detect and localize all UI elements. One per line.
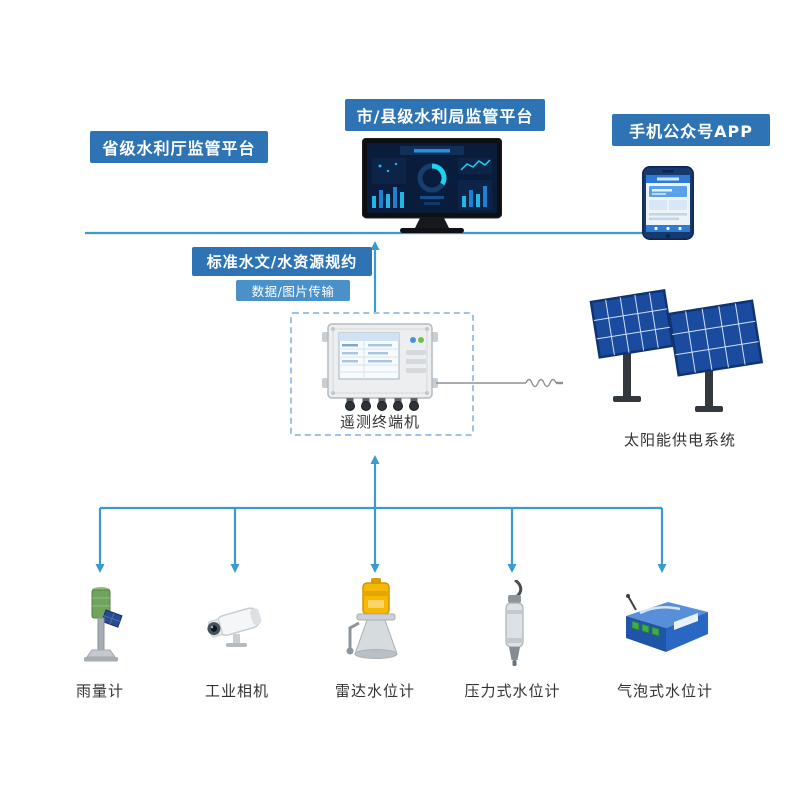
label-protocol: 标准水文/水资源规约 <box>192 247 372 276</box>
rtu-cable-glands <box>345 398 419 411</box>
solar-panel-right <box>667 299 764 377</box>
radar-horn <box>354 619 398 655</box>
monitor-illustration <box>362 138 502 233</box>
bubble-gauge-antenna <box>626 594 630 598</box>
solar-pole-left <box>623 338 631 398</box>
solar-pole-right <box>705 352 713 408</box>
rtu-led-green <box>418 337 424 343</box>
rain-gauge-icon <box>84 587 123 662</box>
bubble-level-gauge-caption: 气泡式水位计 <box>616 682 713 700</box>
solar-caption: 太阳能供电系统 <box>623 431 736 449</box>
rain-gauge-solar-panel <box>101 609 123 628</box>
bubble-level-gauge-icon <box>626 594 708 652</box>
phone-illustration <box>642 166 694 240</box>
pressure-level-gauge-icon <box>505 580 524 666</box>
pressure-gauge-cable <box>514 580 523 599</box>
dashboard-line-chart <box>460 159 491 171</box>
rtu-dashed-frame <box>290 312 474 436</box>
monitor-stand <box>415 218 449 228</box>
label-mobile-app: 手机公众号APP <box>612 114 770 146</box>
radar-head <box>362 582 390 615</box>
rtu-antenna-illustration <box>436 378 563 388</box>
radar-level-gauge-caption: 雷达水位计 <box>334 682 415 700</box>
label-city-county-platform: 市/县级水利局监管平台 <box>345 99 545 131</box>
label-provincial-platform: 省级水利厅监管平台 <box>90 131 268 163</box>
solar-panels-illustration <box>589 288 764 412</box>
phone-home-button <box>665 233 671 239</box>
rtu-led-blue <box>410 337 416 343</box>
rtu-illustration <box>322 323 438 411</box>
rtu-caption: 遥测终端机 <box>339 413 420 431</box>
radar-level-gauge-icon <box>346 578 398 659</box>
industrial-camera-caption: 工业相机 <box>204 682 269 700</box>
bubble-gauge-side <box>666 612 708 652</box>
rain-gauge-caption: 雨量计 <box>75 682 124 700</box>
pressure-level-gauge-caption: 压力式水位计 <box>464 682 561 700</box>
label-data-transmission: 数据/图片传输 <box>236 280 350 301</box>
bubble-gauge-top <box>626 602 708 628</box>
solar-panel-left <box>589 288 675 359</box>
industrial-camera-icon <box>207 607 262 647</box>
bubble-gauge-terminals <box>631 620 660 637</box>
